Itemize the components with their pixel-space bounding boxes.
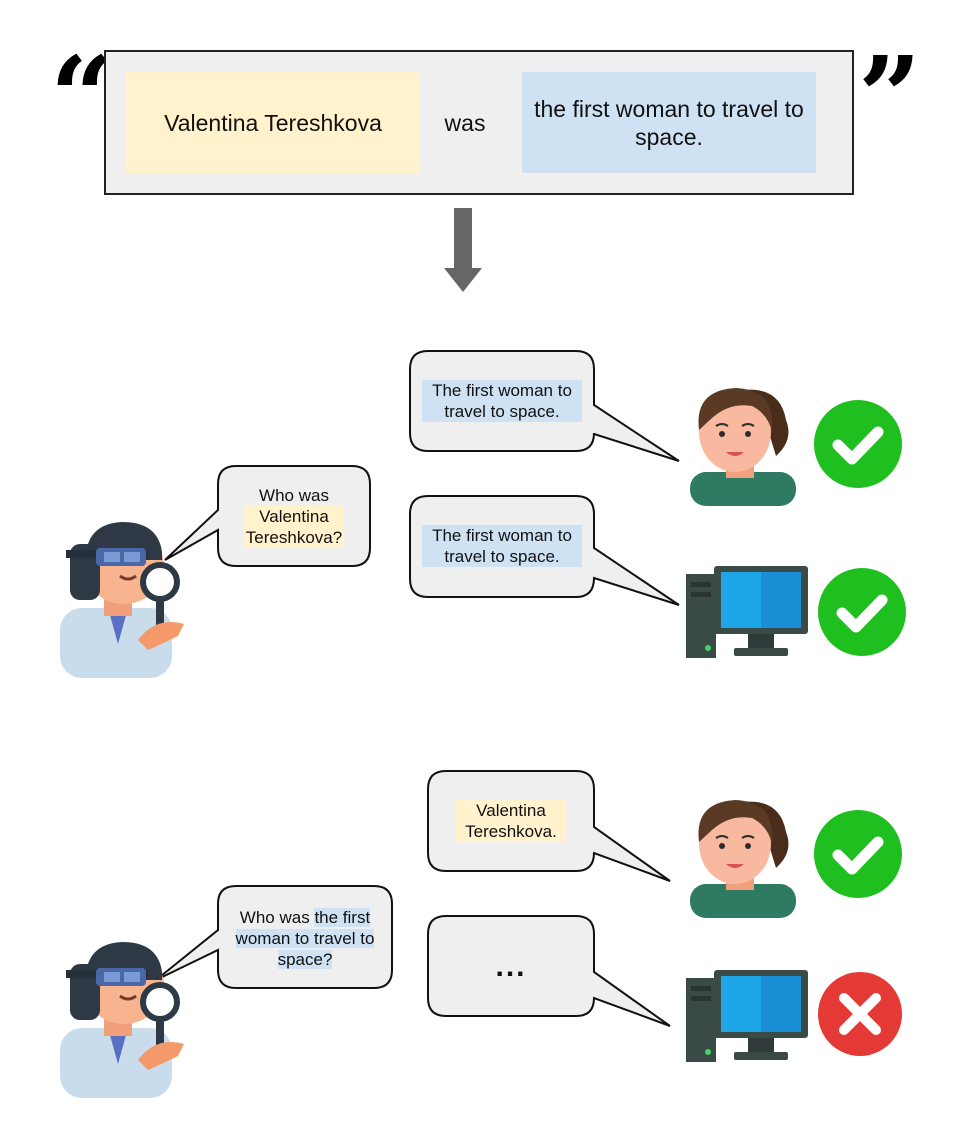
scenario2-machine-answer-text: ... (495, 949, 527, 983)
scenario2-question-prefix: Who was (239, 907, 310, 927)
check-icon (818, 568, 908, 658)
scenario2-woman-icon (689, 799, 797, 919)
scenario1-machine-answer: The first woman to travel to space. (416, 501, 588, 591)
scenario2-human-answer: Valentina Tereshkova. (434, 776, 588, 866)
scenario1-researcher-icon (52, 516, 192, 656)
scenario2-human-answer-text: Valentina Tereshkova. (456, 800, 566, 842)
scenario1-question-text: Who was Valentina Tereshkova? (222, 470, 366, 562)
scenario2-question-line: Who was the first woman to travel to spa… (230, 907, 380, 970)
scenario1-question-line1: Who was (259, 485, 329, 505)
scenario1-computer-icon (686, 566, 808, 658)
down-arrow-icon (444, 208, 482, 292)
scenario2-researcher-icon (52, 936, 192, 1076)
scenario2-machine-bubble (427, 915, 671, 1027)
close-quote-icon: ” (858, 32, 922, 161)
scenario1-question-highlight: Valentina Tereshkova? (244, 505, 344, 548)
scenario2-question-text: Who was the first woman to travel to spa… (224, 892, 386, 984)
check-icon (814, 400, 904, 490)
statement-verb: was (444, 109, 486, 136)
statement-subject: Valentina Tereshkova (126, 72, 420, 173)
scenario1-human-answer: The first woman to travel to space. (416, 356, 588, 446)
scenario2-machine-answer: ... (434, 921, 588, 1011)
cross-icon (816, 970, 906, 1060)
scenario1-human-answer-text: The first woman to travel to space. (422, 380, 582, 422)
scenario1-machine-answer-text: The first woman to travel to space. (422, 525, 582, 567)
statement-object: the first woman to travel to space. (522, 72, 816, 173)
check-icon (814, 810, 904, 900)
scenario2-computer-icon (686, 970, 808, 1062)
scenario1-woman-icon (689, 387, 797, 507)
open-quote-icon: “ (50, 32, 114, 161)
